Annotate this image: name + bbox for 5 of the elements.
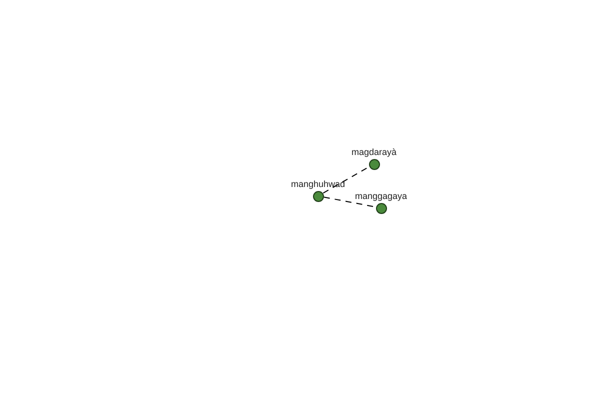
node-label: manghuhwad: [290, 179, 346, 190]
dashed-connector: [322, 166, 370, 194]
node-label: manggagaya: [354, 191, 408, 202]
dashed-connector: [323, 196, 376, 208]
node-label: magdarayà: [351, 147, 397, 158]
